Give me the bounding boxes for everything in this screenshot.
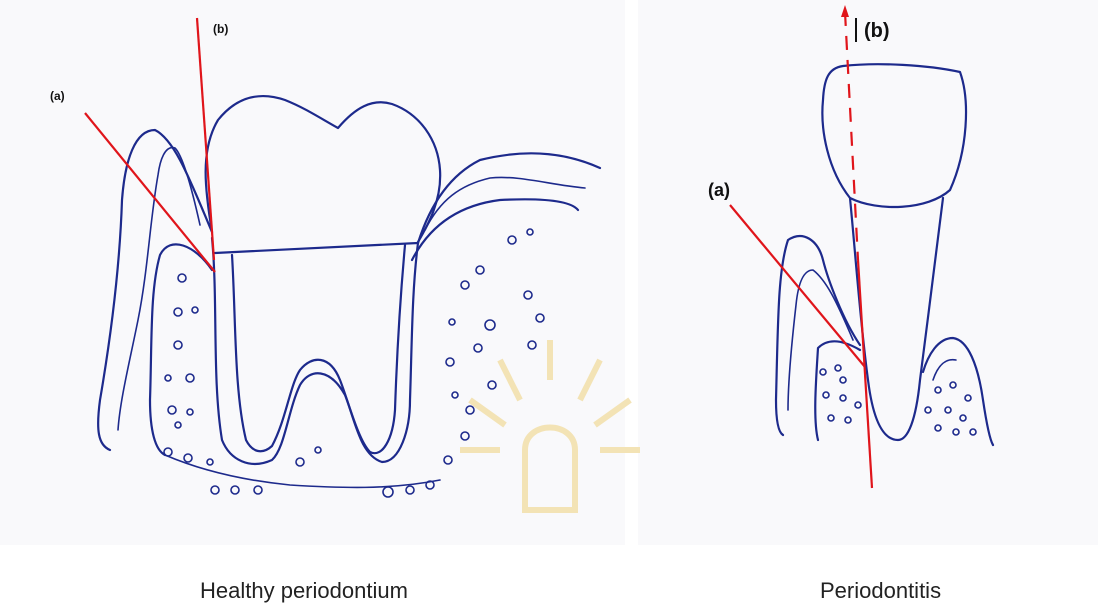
caption-healthy-periodontium: Healthy periodontium [200, 578, 408, 604]
label-a: (a) [708, 180, 730, 200]
cej-line [215, 243, 418, 253]
measurement-line-a [730, 205, 865, 367]
trabecular-bone-marks [164, 229, 544, 497]
crown-outline [206, 96, 441, 242]
trabecular-bone-marks [820, 365, 976, 435]
crown-outline [822, 64, 966, 207]
label-a: (a) [50, 89, 65, 103]
left-gingiva-inner [118, 148, 200, 430]
root-outline [850, 198, 943, 440]
right-bone-crest [412, 199, 578, 260]
arrow-head-icon [841, 5, 849, 17]
right-bone-inner [933, 360, 956, 380]
root-inner [232, 245, 405, 453]
left-gingiva [98, 130, 212, 450]
left-bone-crest [815, 341, 860, 440]
label-b: (b) [864, 20, 890, 42]
label-b: (b) [213, 22, 228, 36]
caption-periodontitis: Periodontitis [820, 578, 941, 604]
healthy-tooth-drawing: (a) (b) [0, 0, 625, 545]
right-gingiva [418, 153, 600, 243]
measurement-line-b [858, 260, 872, 488]
periodontitis-diagram: (a) (b) [638, 0, 1098, 545]
healthy-periodontium-diagram: (a) (b) [0, 0, 625, 545]
periodontitis-tooth-drawing: (a) (b) [638, 0, 1098, 545]
